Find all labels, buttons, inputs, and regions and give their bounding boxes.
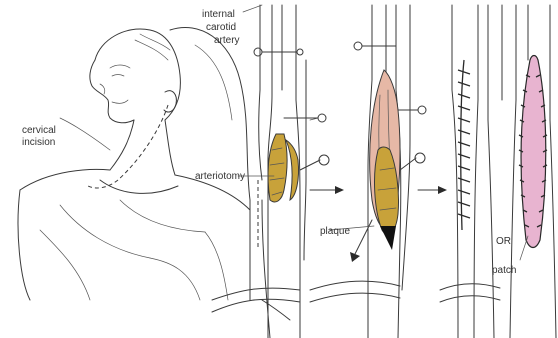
plaque-label: plaque [320, 226, 350, 237]
vessel-clamp-mid [284, 114, 326, 122]
panel-patch [510, 5, 556, 338]
internal-carotid-label-line2: carotid [206, 22, 236, 33]
arrow-step-2 [418, 186, 447, 194]
patient-figure [18, 27, 250, 300]
cervical-label-line1: cervical [22, 125, 56, 136]
panel-suture [440, 5, 502, 338]
forceps-tip [380, 226, 396, 250]
vessel-clamp-bottom [300, 155, 329, 170]
internal-carotid-label-line1: internal [202, 9, 235, 20]
cervical-label-line2: incision [22, 137, 55, 148]
vein-patch [521, 56, 546, 248]
or-label: OR [496, 236, 511, 247]
arteriotomy-label: arteriotomy [195, 171, 245, 182]
internal-carotid-label-line3: artery [214, 35, 240, 46]
patch-label: patch [492, 265, 516, 276]
arteriotomy-plaque [268, 134, 287, 202]
arrow-step-1 [310, 186, 344, 194]
internal-carotid-leader [243, 5, 262, 12]
panel-plaque [310, 5, 426, 338]
